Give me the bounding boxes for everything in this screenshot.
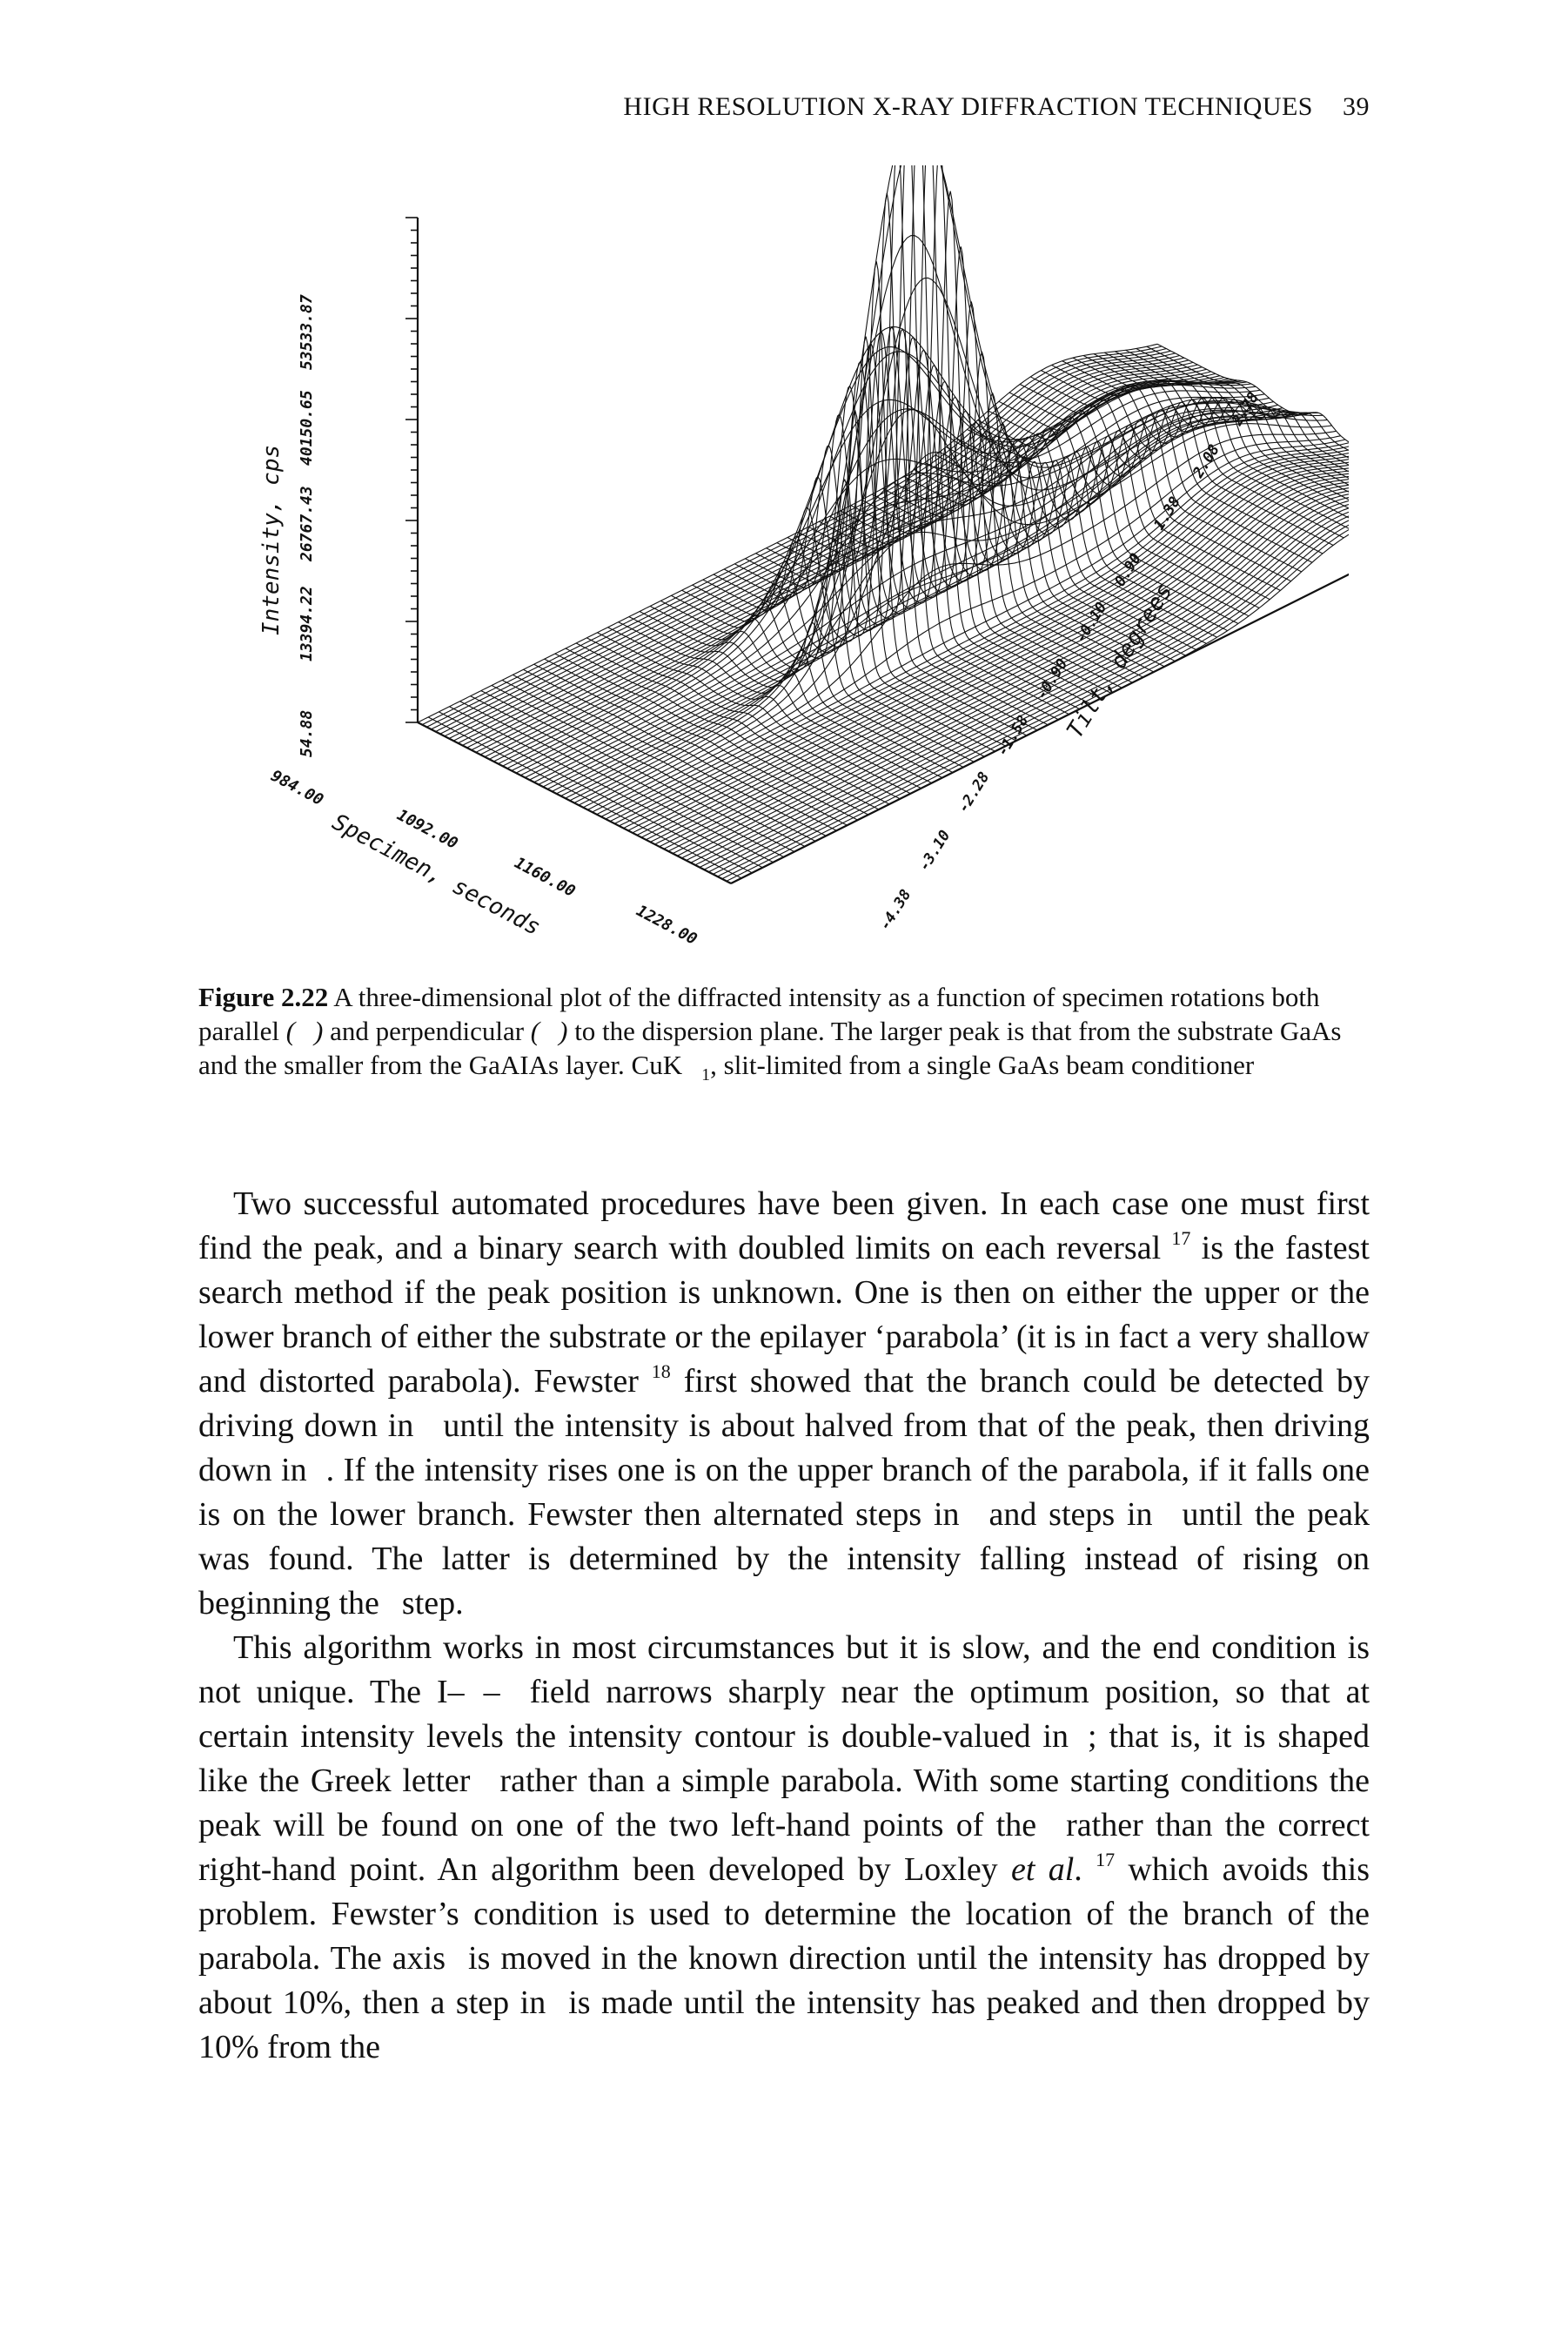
z-axis-labels: Intensity, cps 54.88 13394.22 26767.43 4…: [258, 294, 316, 757]
paragraph-2: This algorithm works in most circumstanc…: [198, 1626, 1370, 2070]
p2-text-4: ; that is, it is shaped like the Greek l…: [198, 1718, 1370, 1799]
surface-plot-svg: Intensity, cps 54.88 13394.22 26767.43 4…: [258, 165, 1349, 949]
figure-caption: Figure 2.22 A three-dimensional plot of …: [198, 982, 1342, 1085]
y-tick-label-7: 1.38: [1150, 494, 1184, 533]
caption-text-3: to the dispersion plane. The larger peak…: [198, 1016, 1342, 1080]
p2-text-2: –: [483, 1674, 500, 1710]
p1-text-5: . If the intensity rises one is on the u…: [198, 1452, 1370, 1533]
surface-mesh: [417, 165, 1349, 884]
z-tick-label-2: 26767.43: [298, 486, 316, 562]
caption-subscript: 1: [701, 1065, 711, 1085]
y-tick-label-2: -2.28: [955, 769, 993, 816]
p2-text-6: rather than the correct right-hand point…: [198, 1807, 1370, 1888]
caption-text-4: , slit-limited from a single GaAs beam c…: [710, 1050, 1255, 1080]
p1-text-2: is the fastest search method if the peak…: [198, 1230, 1370, 1400]
y-tick-label-1: -3.10: [915, 828, 954, 875]
z-tick-label-1: 13394.22: [298, 586, 316, 661]
caption-text-1: A three-dimensional plot of the diffract…: [198, 982, 1320, 1046]
paragraph-1: Two successful automated procedures have…: [198, 1182, 1370, 1626]
z-tick-label-4: 53533.87: [298, 294, 316, 370]
p2-text-7: .: [1074, 1851, 1082, 1888]
p1-reference-18: 18: [651, 1360, 671, 1382]
p2-text-1: This algorithm works in most circumstanc…: [198, 1629, 1370, 1710]
p2-text-8: which avoids this problem. Fewster’s con…: [198, 1851, 1370, 1977]
p1-text-7: until the peak was found. The latter is …: [198, 1496, 1370, 1622]
p1-text-4: until the intensity is about halved from…: [198, 1407, 1370, 1488]
y-tick-label-0: -4.38: [876, 887, 915, 934]
z-axis-ticks: [405, 217, 418, 723]
x-tick-label-1: 1160.00: [512, 854, 579, 901]
caption-text-2: and perpendicular: [330, 1016, 525, 1046]
p1-text-3: first showed that the branch could be de…: [198, 1363, 1370, 1444]
p2-text-10: is made until the intensity has peaked a…: [198, 1984, 1370, 2065]
p1-text-1: Two successful automated procedures have…: [198, 1185, 1370, 1266]
x-tick-label-2: 1228.00: [633, 902, 700, 949]
z-axis-title: Intensity, cps: [258, 445, 285, 635]
body-text: Two successful automated procedures have…: [198, 1182, 1370, 2070]
p1-text-6: and steps in: [988, 1496, 1153, 1533]
p2-text-5: rather than a simple parabola. With some…: [198, 1762, 1370, 1843]
figure-3d-plot: Intensity, cps 54.88 13394.22 26767.43 4…: [244, 165, 1349, 949]
p2-et-al: et al: [1011, 1851, 1075, 1888]
running-header: HIGH RESOLUTION X-RAY DIFFRACTION TECHNI…: [0, 92, 1370, 122]
x-axis-labels: 984.00 1092.00 1160.00 1228.00 Specimen,…: [268, 767, 700, 949]
x-first-tick-label: 984.00: [268, 767, 326, 809]
p2-text-3: field narrows sharply near the optimum p…: [198, 1674, 1370, 1755]
page-number: 39: [1343, 92, 1370, 121]
p1-text-8: step.: [401, 1585, 464, 1622]
p1-reference-17: 17: [1171, 1227, 1191, 1249]
figure-label: Figure 2.22: [198, 982, 329, 1012]
p2-reference-17: 17: [1096, 1849, 1116, 1870]
p2-text-9: is moved in the known direction until th…: [198, 1940, 1370, 2021]
y-tick-label-8: 2.08: [1189, 441, 1223, 481]
z-tick-label-3: 40150.65: [298, 390, 316, 466]
running-header-title: HIGH RESOLUTION X-RAY DIFFRACTION TECHNI…: [623, 92, 1313, 121]
z-tick-label-0: 54.88: [298, 710, 316, 757]
